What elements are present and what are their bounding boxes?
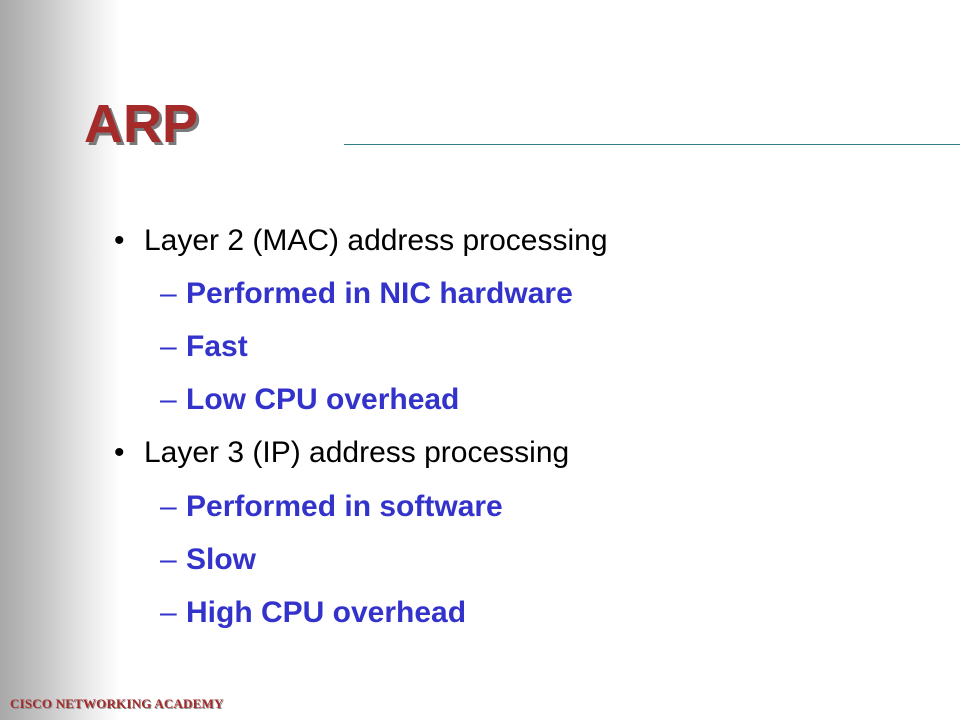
bullet-item: • Layer 2 (MAC) address processing [114,214,608,268]
sub-bullet-marker: – [160,277,177,310]
sub-bullet-marker: – [160,330,177,363]
sub-bullet-item: – Low CPU overhead [160,373,459,427]
bullet-item: • Layer 3 (IP) address processing [114,426,569,480]
sub-bullet-text: Low CPU overhead [186,383,460,416]
sub-bullet-marker: – [160,490,177,523]
bullet-text: Layer 2 (MAC) address processing [144,224,608,257]
sub-bullet-text: Slow [186,543,257,576]
sub-bullet-marker: – [160,383,177,416]
sub-bullet-item: – Fast [160,320,248,374]
sub-bullet-item: – Performed in NIC hardware [160,267,573,321]
sub-bullet-text: Performed in NIC hardware [186,277,573,310]
slide-title: ARP [84,94,199,154]
sub-bullet-item: – Slow [160,533,256,587]
bullet-text: Layer 3 (IP) address processing [144,436,570,469]
bullet-marker: • [114,436,125,469]
sub-bullet-item: – High CPU overhead [160,586,466,640]
sub-bullet-marker: – [160,596,177,629]
side-gradient-bar [0,0,120,720]
footer-brand: CISCO NETWORKING ACADEMY [10,696,224,711]
sub-bullet-item: – Performed in software [160,480,503,534]
title-underline-rule [344,144,960,145]
sub-bullet-text: Fast [186,330,248,363]
bullet-marker: • [114,224,125,257]
sub-bullet-marker: – [160,543,177,576]
sub-bullet-text: Performed in software [186,490,503,523]
sub-bullet-text: High CPU overhead [186,596,467,629]
